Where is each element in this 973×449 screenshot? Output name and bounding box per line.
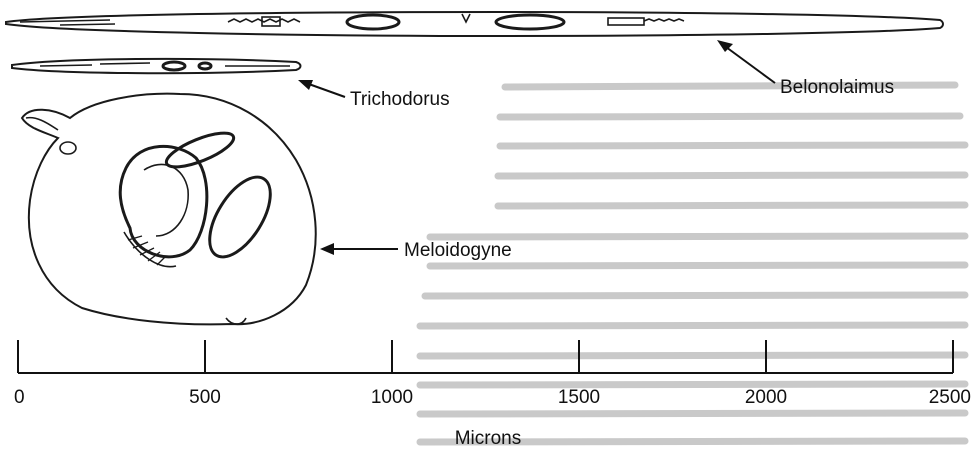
meloidogyne-drawing	[22, 94, 316, 325]
belonolaimus-drawing	[6, 12, 943, 36]
meloidogyne-label: Meloidogyne	[404, 240, 512, 261]
trichodorus-label-group: Trichodorus	[298, 80, 450, 110]
belonolaimus-arrow	[726, 47, 775, 83]
belonolaimus-label: Belonolaimus	[780, 77, 894, 98]
scale-tick-label-1000: 1000	[371, 387, 413, 408]
scale-tick-label-500: 500	[189, 387, 221, 408]
scale-bar: 0 500 1000 1500 2000 2500	[14, 340, 971, 408]
meloidogyne-arrowhead	[320, 243, 334, 255]
meloidogyne-label-group: Meloidogyne	[320, 240, 512, 261]
scale-unit-label: Microns	[455, 428, 522, 449]
trichodorus-arrowhead	[298, 80, 313, 90]
trichodorus-drawing	[12, 59, 301, 73]
scale-tick-label-2500: 2500	[929, 387, 971, 408]
scale-tick-label-0: 0	[14, 387, 25, 408]
scale-tick-label-1500: 1500	[558, 387, 600, 408]
trichodorus-arrow	[306, 83, 345, 97]
scale-tick-label-2000: 2000	[745, 387, 787, 408]
trichodorus-label: Trichodorus	[350, 89, 450, 110]
background-bleed-through-text	[420, 85, 965, 442]
